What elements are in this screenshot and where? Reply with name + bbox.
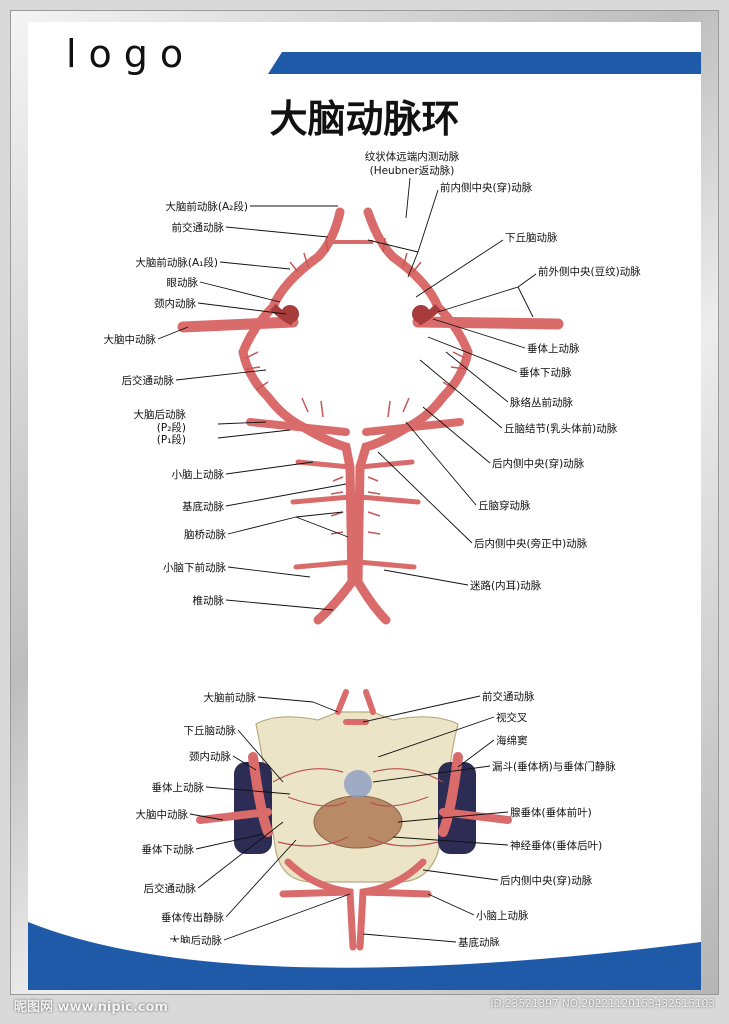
label-ica: 颈内动脉	[154, 297, 196, 310]
label-b-sca: 小脑上动脉	[476, 909, 529, 922]
top-right-leaders	[367, 177, 537, 586]
label-heubner-sub: (Heubner返动脉)	[370, 164, 455, 177]
bottom-right-labels: 前交通动脉 视交叉 海绵窦 漏斗(垂体柄)与垂体门静脉 腺垂体(垂体前叶) 神经…	[458, 690, 616, 949]
label-heubner: 纹状体远端内测动脉	[365, 150, 460, 163]
label-pontine: 脑桥动脉	[184, 528, 226, 541]
watermark-left: 昵图网 www.nipic.com	[14, 1000, 168, 1015]
label-b-ica: 颈内动脉	[189, 750, 231, 763]
top-right-labels: 纹状体远端内测动脉 (Heubner返动脉) 前内侧中央(穿)动脉 下丘脑动脉 …	[365, 150, 641, 592]
bottom-right-leaders	[362, 695, 509, 943]
top-left-labels: 大脑前动脉(A₂段) 前交通动脉 大脑前动脉(A₁段) 眼动脉 颈内动脉 大脑中…	[104, 200, 249, 607]
label-b-adenohypophysis: 腺垂体(垂体前叶)	[510, 806, 592, 819]
label-al-central: 前外侧中央(豆纹)动脉	[538, 265, 641, 278]
label-sup-hypophyseal: 垂体上动脉	[527, 342, 580, 355]
label-b-optic-chiasm: 视交叉	[496, 711, 528, 724]
label-am-central: 前内侧中央(穿)动脉	[440, 181, 533, 194]
label-acom: 前交通动脉	[172, 221, 225, 234]
poster: logo 大脑动脉环	[28, 22, 701, 990]
label-labyrinthine: 迷路(内耳)动脉	[470, 579, 542, 592]
label-b-basilar: 基底动脉	[458, 936, 500, 949]
footer-swoosh	[28, 922, 701, 990]
logo: logo	[66, 32, 196, 76]
label-mca: 大脑中动脉	[104, 333, 157, 346]
label-b-pm-central: 后内侧中央(穿)动脉	[500, 874, 593, 887]
label-b-pcom: 后交通动脉	[144, 882, 197, 895]
label-pm-central: 后内侧中央(穿)动脉	[492, 457, 585, 470]
label-thalamoperforating: 丘脑穿动脉	[478, 499, 531, 512]
bottom-left-labels: 大脑前动脉 下丘脑动脉 颈内动脉 垂体上动脉 大脑中动脉 垂体下动脉 后交通动脉…	[136, 691, 257, 947]
label-basilar: 基底动脉	[182, 500, 224, 513]
label-thalamotuberal: 丘脑结节(乳头体前)动脉	[504, 422, 618, 435]
label-ant-choroidal: 脉络丛前动脉	[510, 396, 573, 409]
label-hypothalamic: 下丘脑动脉	[505, 231, 558, 244]
label-b-cavernous-sinus: 海绵窦	[496, 734, 528, 747]
label-inf-hypophyseal: 垂体下动脉	[519, 366, 572, 379]
label-pca: 大脑后动脉	[134, 408, 187, 421]
top-left-leaders	[157, 205, 349, 611]
circle-of-willis-illustration	[177, 207, 564, 625]
page-title: 大脑动脉环	[269, 97, 460, 141]
label-aica: 小脑下前动脉	[163, 561, 226, 574]
label-b-acom: 前交通动脉	[482, 690, 535, 703]
label-pm-paramedian: 后内侧中央(旁正中)动脉	[474, 537, 588, 550]
bottom-left-leaders	[189, 696, 351, 941]
label-b-mca: 大脑中动脉	[136, 808, 189, 821]
label-aca-a2: 大脑前动脉(A₂段)	[165, 200, 248, 213]
label-b-neurohypophysis: 神经垂体(垂体后叶)	[510, 839, 602, 852]
label-b-sup-hypophyseal: 垂体上动脉	[152, 781, 205, 794]
label-b-aca: 大脑前动脉	[204, 691, 257, 704]
label-vertebral: 椎动脉	[193, 594, 225, 607]
pituitary-illustration	[196, 689, 512, 951]
label-pcom: 后交通动脉	[122, 374, 175, 387]
label-b-inf-hypophyseal: 垂体下动脉	[142, 843, 195, 856]
header-accent-bar	[268, 52, 701, 74]
label-b-infundibulum: 漏斗(垂体柄)与垂体门静脉	[492, 760, 616, 773]
watermark-right: ID:23521397 NO:20221120153432515103	[490, 998, 715, 1010]
label-pca-p1: (P₁段)	[157, 433, 186, 446]
label-sca: 小脑上动脉	[172, 468, 225, 481]
label-pca-p2: (P₂段)	[157, 421, 186, 434]
label-b-efferent-vein: 垂体传出静脉	[161, 911, 224, 924]
label-ophthalmic: 眼动脉	[167, 276, 199, 289]
anatomy-diagrams: 大脑前动脉(A₂段) 前交通动脉 大脑前动脉(A₁段) 眼动脉 颈内动脉 大脑中…	[28, 150, 701, 990]
label-b-hypothalamic: 下丘脑动脉	[184, 724, 237, 737]
label-aca-a1: 大脑前动脉(A₁段)	[135, 256, 218, 269]
